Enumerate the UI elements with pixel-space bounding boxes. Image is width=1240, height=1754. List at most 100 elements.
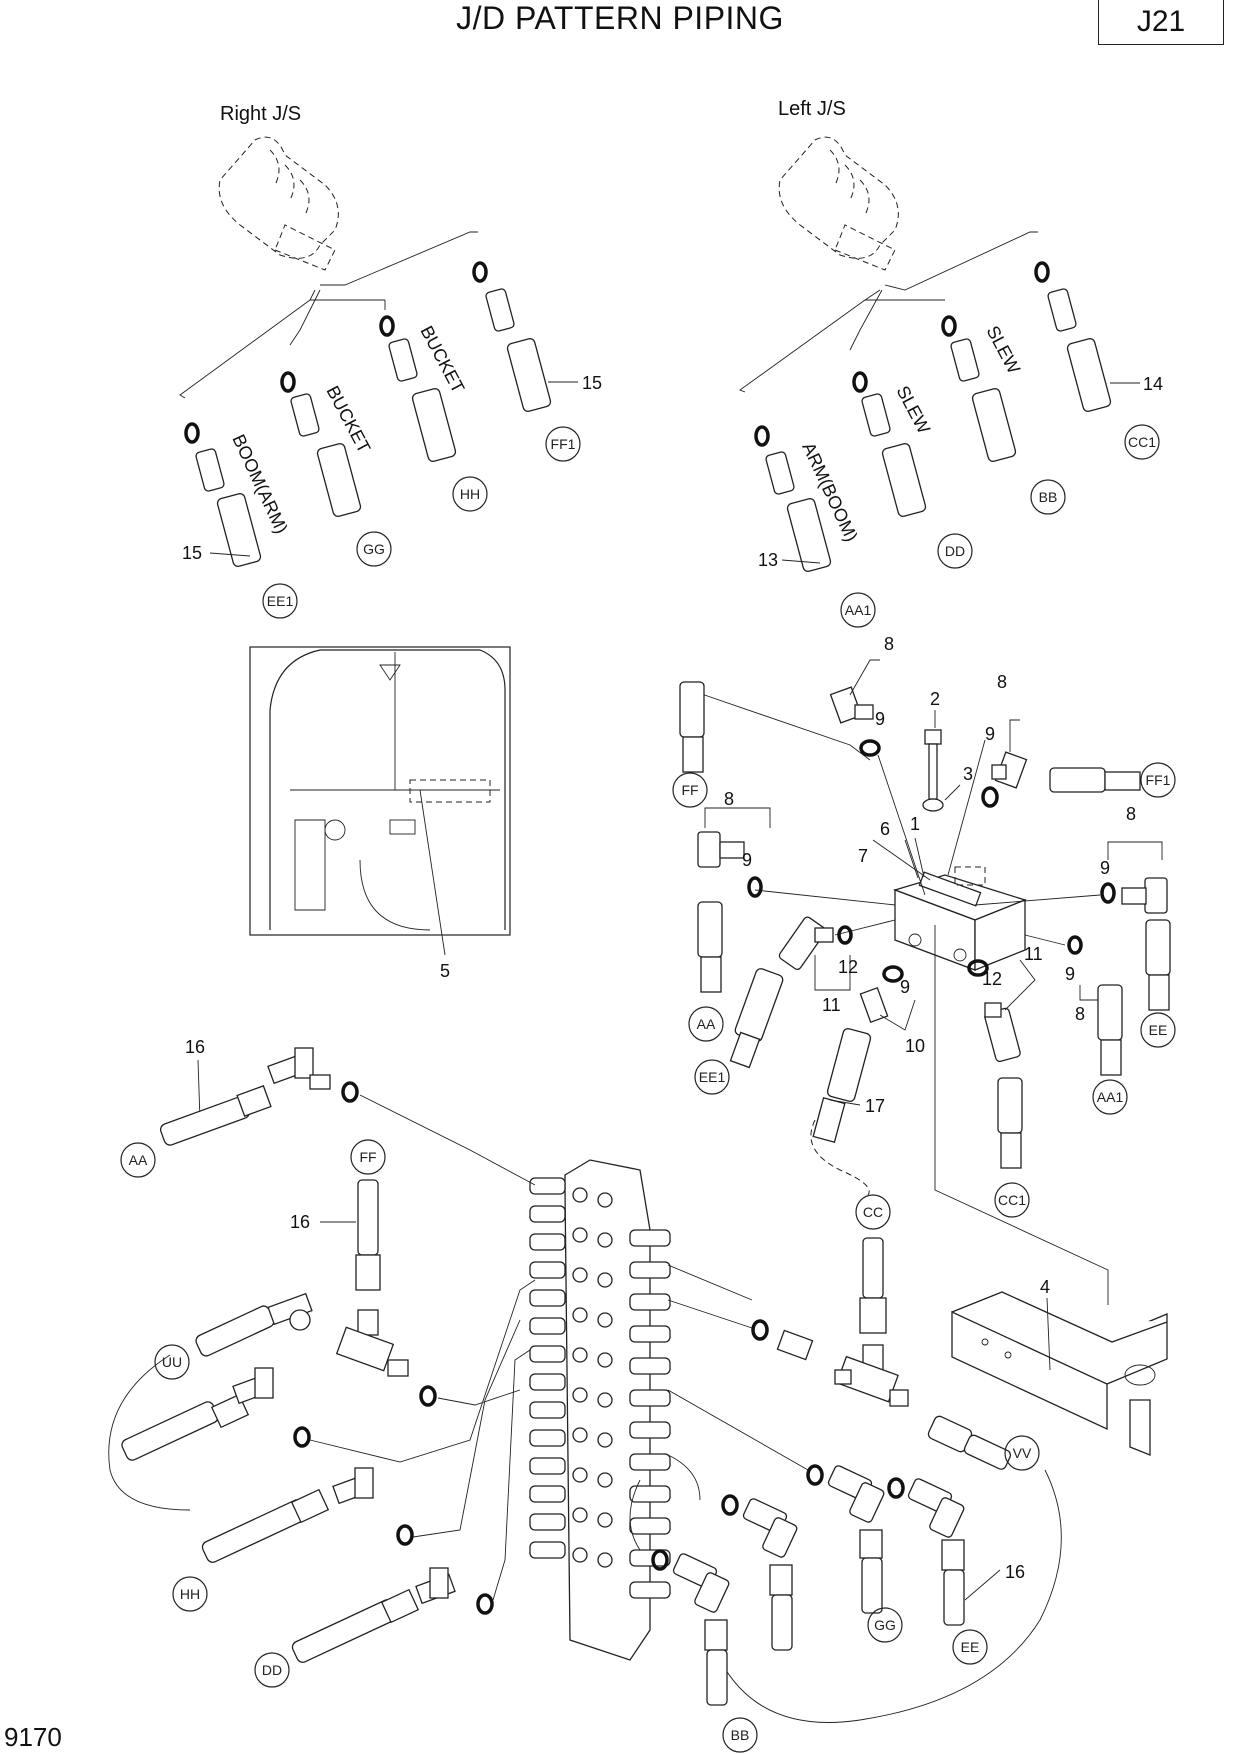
hose-icon bbox=[159, 1085, 272, 1146]
connection-tag: AA bbox=[688, 1006, 724, 1042]
hose-icon bbox=[121, 1393, 250, 1461]
elbow-fitting-icon bbox=[267, 1047, 331, 1090]
part-number: 16 bbox=[1005, 1562, 1025, 1582]
left-js-label: Left J/S bbox=[778, 98, 846, 120]
svg-text:FF: FF bbox=[681, 782, 698, 798]
part-number: 2 bbox=[930, 689, 940, 709]
hose-icon bbox=[1145, 919, 1171, 1011]
part-number: 5 bbox=[440, 961, 450, 981]
part-number: 16 bbox=[290, 1212, 310, 1232]
svg-text:CC1: CC1 bbox=[998, 1192, 1026, 1208]
o-ring-icon bbox=[887, 1477, 905, 1499]
o-ring-icon bbox=[476, 1593, 494, 1615]
connection-tag: DD bbox=[937, 533, 973, 569]
hose-icon bbox=[679, 681, 705, 773]
part-number: 16 bbox=[185, 1037, 205, 1057]
o-ring-icon bbox=[419, 1385, 437, 1407]
connection-tag: EE bbox=[952, 1629, 988, 1665]
part-number: 12 bbox=[982, 969, 1002, 989]
hose-icon bbox=[859, 1237, 887, 1334]
svg-text:FF: FF bbox=[359, 1149, 376, 1165]
hose-icon bbox=[861, 393, 927, 517]
svg-text:FF1: FF1 bbox=[1146, 772, 1171, 788]
o-ring-icon bbox=[651, 1549, 669, 1571]
o-ring-icon bbox=[981, 786, 999, 808]
svg-text:AA: AA bbox=[129, 1152, 148, 1168]
part-number: 12 bbox=[838, 957, 858, 977]
hose-icon bbox=[195, 448, 262, 567]
washer-icon bbox=[922, 798, 944, 812]
svg-text:AA: AA bbox=[697, 1016, 716, 1032]
part-number: 15 bbox=[582, 373, 602, 393]
joystick-icon bbox=[778, 136, 899, 271]
bracket-icon: 4 bbox=[934, 925, 1168, 1456]
connection-tag: CC1 bbox=[994, 1182, 1030, 1218]
hose-icon bbox=[355, 1179, 381, 1291]
elbow-fitting-icon bbox=[697, 831, 745, 868]
connection-tag: EE bbox=[1140, 1012, 1176, 1048]
part-number: 14 bbox=[1143, 374, 1163, 394]
o-ring-icon bbox=[293, 1426, 311, 1448]
connection-tag: BB bbox=[722, 1717, 758, 1753]
svg-text:CC: CC bbox=[863, 1204, 883, 1220]
svg-text:HH: HH bbox=[460, 486, 480, 502]
part-number: 17 bbox=[865, 1096, 885, 1116]
svg-text:EE1: EE1 bbox=[699, 1069, 726, 1085]
valve-lines-right: CC VV GG 16 EE BB bbox=[629, 1119, 1062, 1753]
connection-tag: FF1 bbox=[1140, 762, 1176, 798]
elbow-fitting-icon bbox=[1121, 877, 1168, 914]
part-number: 9 bbox=[900, 977, 910, 997]
part-number: 15 bbox=[182, 543, 202, 563]
hose-icon bbox=[201, 1488, 330, 1563]
o-ring-icon bbox=[941, 315, 957, 337]
part-number: 8 bbox=[1126, 804, 1136, 824]
elbow-fitting-icon bbox=[827, 1465, 885, 1523]
o-ring-icon bbox=[747, 876, 763, 898]
o-ring-icon bbox=[1034, 261, 1050, 283]
elbow-fitting-icon bbox=[332, 1467, 374, 1505]
manifold-icon bbox=[892, 866, 1027, 971]
o-ring-icon bbox=[280, 371, 296, 393]
valve-lines-left: 16 AA FF 16 UU HH DD bbox=[108, 1037, 536, 1688]
left-joystick: Left J/S SLEW SLEW ARM(BOOM) 14 13 CC1 B… bbox=[739, 98, 1163, 628]
o-ring-icon bbox=[967, 959, 989, 977]
cab-icon: 5 bbox=[249, 646, 511, 981]
hose-icon bbox=[1049, 767, 1141, 793]
o-ring-icon bbox=[1067, 935, 1083, 955]
hose-icon bbox=[769, 1564, 793, 1651]
svg-text:EE: EE bbox=[961, 1639, 980, 1655]
connection-tag: HH bbox=[172, 1576, 208, 1612]
elbow-fitting-icon bbox=[778, 916, 834, 971]
part-number: 11 bbox=[822, 995, 841, 1015]
part-number: 7 bbox=[858, 846, 868, 866]
fitting-icon bbox=[859, 986, 889, 1024]
svg-text:EE: EE bbox=[1149, 1022, 1168, 1038]
part-number: 6 bbox=[880, 819, 890, 839]
hose-icon bbox=[812, 1028, 872, 1143]
o-ring-icon bbox=[396, 1524, 414, 1546]
o-ring-icon bbox=[341, 1081, 359, 1103]
part-number: 8 bbox=[997, 672, 1007, 692]
svg-text:CC1: CC1 bbox=[1128, 434, 1156, 450]
hose-icon bbox=[729, 968, 784, 1069]
hose-icon bbox=[997, 1077, 1023, 1169]
connection-tag: UU bbox=[154, 1344, 190, 1380]
svg-text:AA1: AA1 bbox=[1097, 1089, 1124, 1105]
hose-icon bbox=[704, 1619, 728, 1706]
fitting-icon bbox=[776, 1329, 814, 1361]
part-number: 9 bbox=[875, 709, 885, 729]
hose-icon bbox=[485, 288, 552, 412]
svg-text:GG: GG bbox=[363, 541, 385, 557]
connection-tag: FF1 bbox=[545, 426, 581, 462]
o-ring-icon bbox=[852, 371, 868, 393]
bolt-icon bbox=[924, 729, 942, 800]
svg-text:BB: BB bbox=[1039, 489, 1058, 505]
connection-tag: GG bbox=[356, 531, 392, 567]
part-number: 13 bbox=[758, 550, 778, 570]
connection-tag: BB bbox=[1030, 479, 1066, 515]
svg-text:DD: DD bbox=[262, 1662, 282, 1678]
slew-label: SLEW bbox=[892, 382, 934, 436]
connection-tag: DD bbox=[254, 1652, 290, 1688]
o-ring-icon bbox=[882, 965, 904, 983]
